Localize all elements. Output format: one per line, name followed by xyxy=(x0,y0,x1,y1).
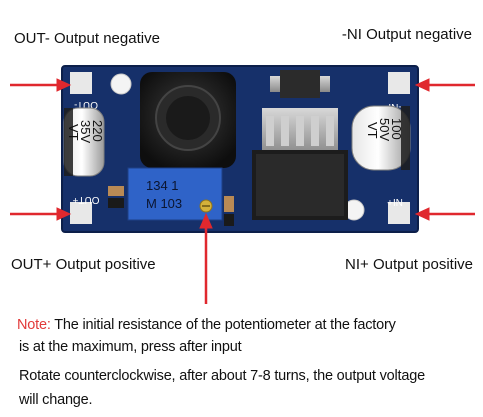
cap-right-value: 100 xyxy=(389,118,404,140)
label-in-positive: NI+ Output positive xyxy=(345,256,473,273)
pin-pad-in-positive xyxy=(388,202,410,224)
arrow-in-positive xyxy=(414,207,475,221)
note-line-1: Note: The initial resistance of the pote… xyxy=(17,315,396,335)
regulator-ic xyxy=(252,108,348,220)
pot-label-1: 134 1 xyxy=(146,178,179,193)
arrow-out-negative xyxy=(10,78,72,92)
pin-pad-in-negative xyxy=(388,72,410,94)
cap-right-series: VT xyxy=(365,122,380,139)
pin-pad-out-positive xyxy=(70,202,92,224)
pin-pad-out-negative xyxy=(70,72,92,94)
label-out-negative: OUT- Output negative xyxy=(14,30,160,47)
arrow-in-negative xyxy=(414,78,475,92)
mount-hole xyxy=(110,73,132,95)
label-in-negative: -NI Output negative xyxy=(341,26,472,43)
pot-label-2: M 103 xyxy=(146,196,182,211)
capacitor-left: 220 35V VT xyxy=(63,107,105,177)
cap-left-voltage: 35V xyxy=(78,120,93,143)
schottky-diode xyxy=(280,70,320,98)
smd-part xyxy=(224,214,234,226)
note-line-2: is at the maximum, press after input xyxy=(19,339,242,355)
note-line-3: Rotate counterclockwise, after about 7-8… xyxy=(19,368,425,384)
silk-out-negative: OUT- xyxy=(74,99,98,110)
arrow-potentiometer xyxy=(199,212,213,304)
note-text-1: The initial resistance of the potentiome… xyxy=(50,317,396,333)
silk-out-positive: OUT+ xyxy=(72,194,99,205)
label-out-positive: OUT+ Output positive xyxy=(11,256,156,273)
smd-part xyxy=(108,198,124,208)
silk-in-positive: NI+ xyxy=(387,196,403,207)
smd-part xyxy=(224,196,234,212)
cap-right-voltage: 50V xyxy=(377,118,392,141)
silk-in-negative: -NI xyxy=(388,101,401,112)
cap-left-value: 220 xyxy=(90,120,105,142)
smd-part xyxy=(108,186,124,196)
capacitor-right: 100 50V VT xyxy=(351,105,411,171)
cap-left-series: VT xyxy=(66,124,81,141)
note-line-4: will change. xyxy=(19,392,93,408)
potentiometer: 134 1 M 103 xyxy=(127,167,223,221)
arrow-out-positive xyxy=(10,207,72,221)
note-prefix: Note: xyxy=(17,317,51,333)
